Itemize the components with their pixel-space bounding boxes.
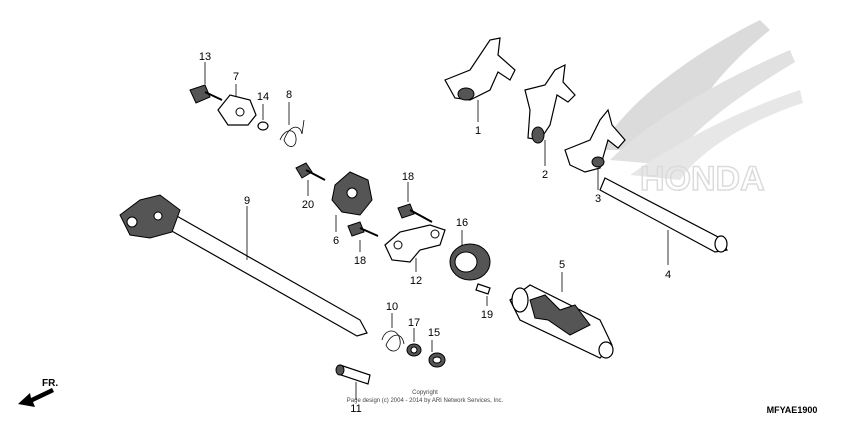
honda-wing-watermark: HONDA — [600, 20, 803, 199]
front-direction-label: FR. — [42, 378, 58, 389]
gearshift-spindle-9 — [119, 194, 368, 337]
spring-8 — [279, 119, 305, 147]
copyright-title: Copyright — [412, 390, 438, 396]
front-direction-arrow: FR. — [18, 378, 58, 407]
pin-19 — [475, 283, 491, 295]
callout-19: 19 — [481, 309, 493, 321]
callout-9: 9 — [244, 195, 250, 207]
shift-drum-5 — [509, 284, 614, 359]
stopper-arm-7 — [217, 94, 257, 126]
callout-1: 1 — [475, 125, 481, 137]
stopper-plate-6 — [331, 171, 373, 216]
collar-17 — [406, 343, 422, 357]
callout-15: 15 — [428, 327, 440, 339]
callout-10: 10 — [386, 301, 398, 313]
callout-13: 13 — [199, 51, 211, 63]
honda-watermark-text: HONDA — [640, 160, 765, 198]
diagram-code: MFYAE1900 — [767, 405, 818, 415]
callout-7: 7 — [233, 71, 239, 83]
washer-14 — [257, 121, 269, 131]
callout-12: 12 — [410, 275, 422, 287]
callout-11: 11 — [350, 403, 361, 415]
shift-fork-3 — [564, 108, 626, 173]
copyright-notice: Page design (c) 2004 - 2014 by ARI Netwo… — [347, 398, 504, 404]
bearing-16 — [449, 243, 491, 281]
bolt-20 — [295, 162, 326, 181]
shift-fork-1 — [444, 37, 516, 101]
callout-18-upper: 18 — [402, 171, 414, 183]
callout-14: 14 — [257, 91, 269, 103]
callout-16: 16 — [456, 217, 468, 229]
callout-5: 5 — [559, 259, 565, 271]
washer-15 — [428, 352, 446, 368]
callout-18-lower: 18 — [354, 255, 366, 267]
callout-8: 8 — [286, 89, 292, 101]
bolt-18-lower — [347, 221, 379, 237]
callout-3: 3 — [595, 193, 601, 205]
shift-fork-2 — [524, 63, 576, 144]
pin-bolt-11 — [335, 364, 371, 385]
callout-17: 17 — [408, 317, 420, 329]
bracket-12 — [384, 224, 446, 263]
return-spring-10 — [381, 330, 405, 352]
bolt-18-upper — [397, 203, 433, 223]
callout-2: 2 — [542, 169, 548, 181]
fork-shaft-4 — [599, 177, 728, 253]
callout-6: 6 — [333, 235, 339, 247]
callout-20: 20 — [302, 199, 314, 211]
callout-4: 4 — [665, 269, 671, 281]
bolt-13 — [189, 84, 223, 104]
